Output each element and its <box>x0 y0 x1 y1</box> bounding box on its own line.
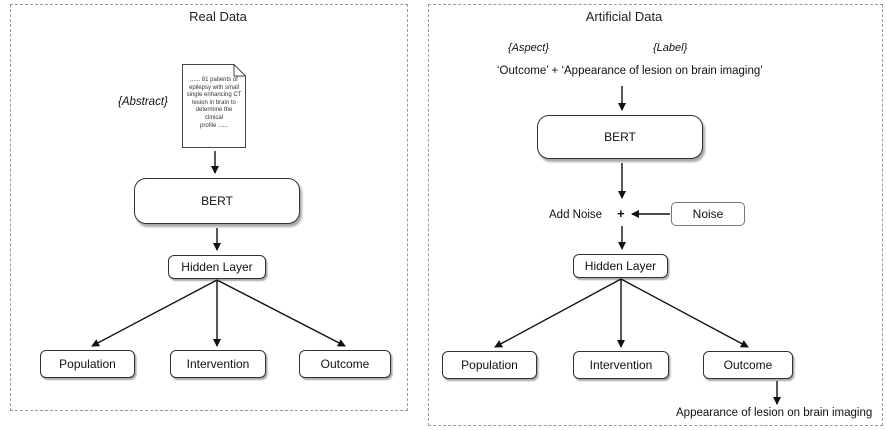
doc-line: single enhancing CT <box>186 92 242 99</box>
artificial-data-title: Artificial Data <box>585 9 663 24</box>
left-hidden-layer-box: Hidden Layer <box>168 255 266 279</box>
right-population-box: Population <box>442 351 537 379</box>
plus-sign: + <box>617 206 625 221</box>
artificial-data-panel <box>428 4 883 426</box>
left-bert-box: BERT <box>134 178 300 224</box>
arrow-hidden-to-population <box>91 279 218 347</box>
doc-line: profile ...... <box>199 122 228 129</box>
abstract-document-text: ...... 81 patients of epilepsy with smal… <box>186 77 242 130</box>
abstract-document-icon: ...... 81 patients of epilepsy with smal… <box>180 62 248 150</box>
doc-line: determine the clinical <box>195 107 233 121</box>
arrow-hidden-to-outcome <box>620 278 749 348</box>
result-text: Appearance of lesion on brain imaging <box>676 407 873 419</box>
right-outcome-box: Outcome <box>703 351 793 379</box>
right-hidden-layer-box: Hidden Layer <box>573 254 668 278</box>
real-data-panel <box>10 4 408 411</box>
real-data-title: Real Data <box>189 9 247 24</box>
abstract-label: {Abstract} <box>118 96 168 108</box>
doc-line: ...... 81 patients of <box>190 77 238 83</box>
left-outcome-box: Outcome <box>299 350 391 378</box>
doc-line: epilepsy with small <box>188 84 240 91</box>
left-intervention-box: Intervention <box>170 350 266 378</box>
right-bert-box: BERT <box>537 115 703 159</box>
arrow-hidden-to-population <box>494 278 622 348</box>
input-text: ‘Outcome’ + ‘Appearance of lesion on bra… <box>497 65 763 77</box>
right-intervention-box: Intervention <box>573 351 669 379</box>
add-noise-label: Add Noise <box>549 209 603 221</box>
doc-line: lesion in brain to <box>192 99 236 106</box>
left-population-box: Population <box>40 350 135 378</box>
noise-box: Noise <box>671 202 745 226</box>
aspect-label: {Aspect} <box>508 42 549 54</box>
arrow-hidden-to-outcome <box>216 279 346 347</box>
label-label: {Label} <box>653 42 688 54</box>
